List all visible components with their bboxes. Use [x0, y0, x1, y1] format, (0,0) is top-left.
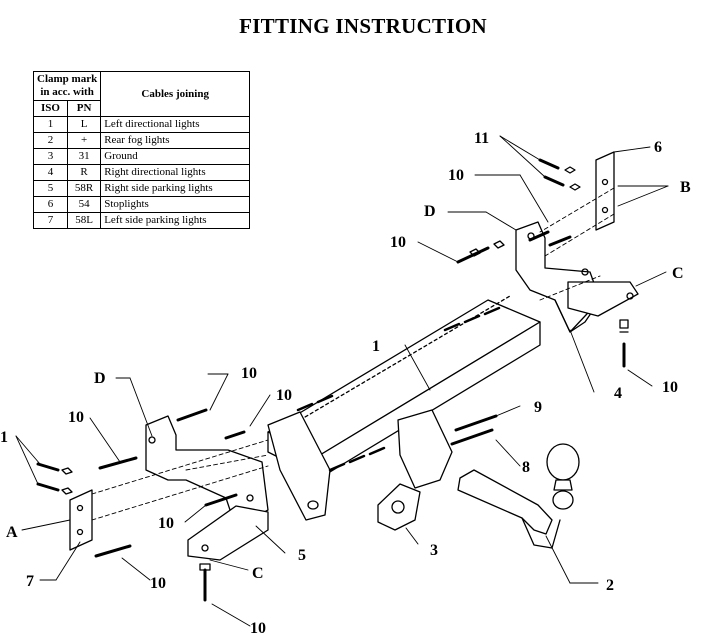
callout-C-right: C: [672, 265, 684, 282]
callout-3: 3: [430, 542, 438, 559]
left-flange: [187, 505, 269, 561]
callout-10-left-upper: 10: [390, 234, 406, 251]
callout-8: 8: [522, 459, 530, 476]
header-cables-joining: Cables joining: [100, 71, 251, 117]
callout-2: 2: [606, 577, 614, 594]
pn-cell: 58R: [66, 180, 102, 197]
callout-10-upper: 10: [448, 167, 464, 184]
header-pn: PN: [66, 100, 102, 117]
callout-10-lower: 10: [158, 515, 174, 532]
left-mounting-bracket: [145, 415, 269, 529]
callout-C-lower: C: [252, 565, 264, 582]
beam-end-plate: [267, 411, 331, 521]
right-mounting-bracket: [515, 221, 601, 333]
callout-B: B: [680, 179, 691, 196]
callout-D-right: D: [424, 203, 436, 220]
callout-5: 5: [298, 547, 306, 564]
callout-10-bottom-left: 10: [150, 575, 166, 592]
cable-cell: Stoplights: [100, 196, 251, 213]
page-title: FITTING INSTRUCTION: [239, 14, 487, 38]
cable-cell: Left side parking lights: [100, 212, 251, 229]
pn-cell: +: [66, 132, 102, 149]
clamp-mark-table: Clamp mark in acc. with Cables joining I…: [32, 71, 251, 229]
callout-10-bottom: 10: [250, 620, 266, 637]
callout-10-mid-b: 10: [276, 387, 292, 404]
callout-10-right: 10: [662, 379, 678, 396]
table-row: 6 54 Stoplights: [33, 196, 251, 213]
socket-plate: [377, 483, 421, 531]
callout-6: 6: [654, 139, 662, 156]
callout-4: 4: [614, 385, 622, 402]
callout-11-top: 11: [474, 130, 489, 147]
callout-10-mid-a: 10: [241, 365, 257, 382]
tow-ball-neck: [457, 443, 580, 549]
cable-cell: Right side parking lights: [100, 180, 251, 197]
callout-11-left: 1: [0, 429, 8, 446]
callout-9: 9: [534, 399, 542, 416]
table-row: 4 R Right directional lights: [33, 164, 251, 181]
cable-cell: Right directional lights: [100, 164, 251, 181]
right-flange: [567, 281, 639, 317]
header-clamp-line-1: Clamp mark: [37, 73, 98, 85]
left-plate: [69, 489, 93, 551]
table-row: 5 58R Right side parking lights: [33, 180, 251, 197]
header-clamp-line-2: in acc. with: [40, 86, 94, 98]
center-tow-bracket: [397, 409, 453, 489]
leader-lines: [15, 135, 669, 627]
bolts: [36, 158, 629, 602]
callout-D-left: D: [94, 370, 106, 387]
callout-7: 7: [26, 573, 34, 590]
callout-10-left: 10: [68, 409, 84, 426]
pn-cell: 58L: [66, 212, 102, 229]
callout-A: A: [6, 524, 18, 541]
callout-1-beam: 1: [372, 338, 380, 355]
right-plate: [595, 151, 615, 231]
table-row: 7 58L Left side parking lights: [33, 212, 251, 229]
header-clamp-mark: Clamp mark in acc. with: [32, 71, 102, 101]
assembly-guide-lines: [91, 187, 615, 521]
